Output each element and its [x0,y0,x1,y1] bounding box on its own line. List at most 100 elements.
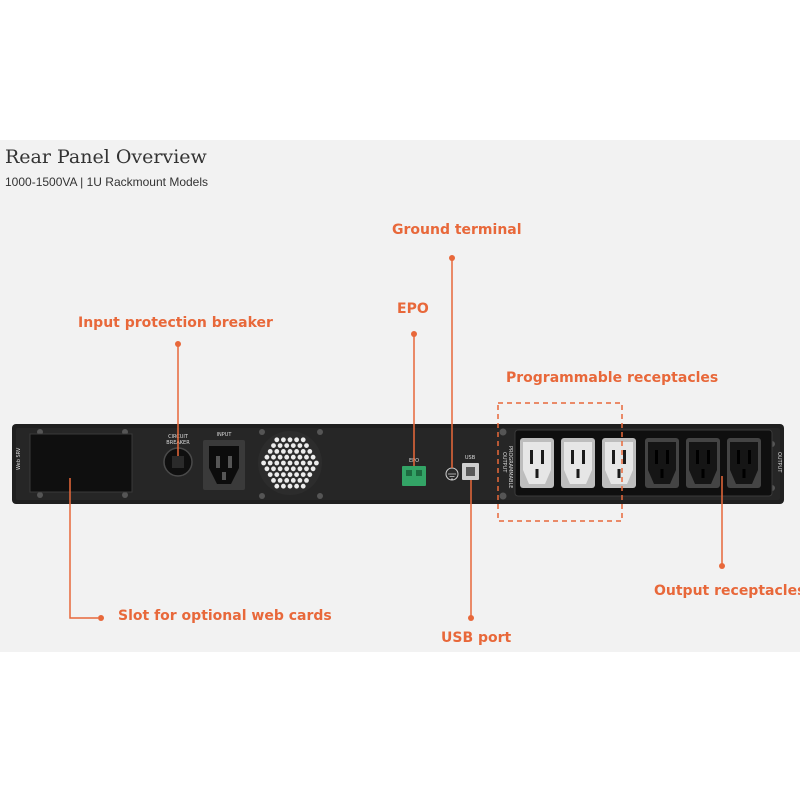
receptacle-slot [623,450,626,464]
fan-vent-hole [307,472,313,477]
fan-vent-hole [274,483,280,489]
output-receptacles [520,438,761,488]
fan-vent-hole [294,437,299,443]
epo-terminal [416,470,422,476]
fan-vent-hole [274,437,280,443]
pin [216,456,220,468]
receptacle-slot [748,450,751,464]
programmable-group-box [497,402,623,522]
programmable-panel-label-1: PROGRAMMABLE [507,446,513,488]
fan-vent-hole [290,454,296,460]
screw-icon [37,492,43,498]
web-slot-label: Web SRV [16,447,22,470]
fan-vent-hole [287,460,293,466]
fan-vent-hole [271,466,276,472]
fan-vent-hole [300,460,306,466]
fan-vent-hole [261,460,266,466]
screw-icon [317,493,323,499]
ground-icon [448,473,456,480]
fan-vent-hole [304,443,309,448]
fan-vent-hole [271,454,276,460]
fan-vent-hole [290,478,296,483]
fan-vent-hole [267,460,273,466]
fan-vent-hole [271,478,276,483]
fan-vent-hole [274,449,280,454]
receptacle-ground-slot [617,469,621,478]
screw-icon [499,428,507,436]
fan-vent-hole [300,472,306,477]
epo-connector [402,466,426,486]
receptacle-ground-slot [660,469,664,478]
fan-vent-hole [290,466,296,472]
leader-dot [449,255,455,261]
fan-vent-hole [300,449,306,454]
fan-vent-hole [294,460,299,466]
web-card-leader [69,478,98,619]
screw-icon [499,492,507,500]
fan-vent-hole [281,472,286,477]
fan-vent-hole [314,460,319,466]
fan-vent-hole [304,454,309,460]
fan-vent-hole [284,443,290,448]
pin [228,456,232,468]
receptacle-ground-slot [742,469,746,478]
fan-vent-hole [274,460,280,466]
output-panel-label: OUTPUT [776,452,782,473]
fan-vent-hole [287,472,293,477]
ground-terminal-callout: Ground terminal [392,222,522,238]
fan-vent-hole [297,466,303,472]
fan-vent-hole [271,443,276,448]
fan-vent-hole [281,449,286,454]
programmable-receptacles-callout: Programmable receptacles [506,370,719,386]
fan-vent-hole [277,466,283,472]
receptacle-slot [666,450,669,464]
receptacle-slot [655,450,658,464]
diagram-background [0,140,800,652]
input-label: INPUT [217,432,233,438]
epo-callout: EPO [397,301,429,317]
fan-vent-hole [300,483,306,489]
receptacle-slot [612,450,615,464]
screw-icon [122,492,128,498]
web-card-slot [29,433,133,493]
fan-vent-hole [297,443,303,448]
receptacle-slot [530,450,533,464]
input-socket [209,446,239,484]
receptacle-ground-slot [535,469,539,478]
fan-vent-hole [290,443,296,448]
fan-vent-hole [287,483,293,489]
receptacle-ground-slot [701,469,705,478]
epo-terminal [406,470,412,476]
fan-vent-hole [300,437,306,443]
fan-vent-hole [274,472,280,477]
fan-vent-hole [264,454,270,460]
fan-vent-hole [277,454,283,460]
fan-vent-hole [310,466,316,472]
fan-vent-hole [297,478,303,483]
fan-vent-hole [304,466,309,472]
fan-vent-hole [281,483,286,489]
receptacle-slot [571,450,574,464]
web-card-slot-callout: Slot for optional web cards [118,608,332,624]
leader-dot [468,615,474,621]
fan-vent [258,431,322,495]
fan-vent-hole [264,466,270,472]
leader-dot [411,331,417,337]
breaker-button [172,456,184,468]
fan-vent-hole [294,483,299,489]
usb-port-inner [466,467,475,476]
fan-vent-hole [310,454,316,460]
input-breaker-callout: Input protection breaker [78,315,273,331]
receptacle-slot [707,450,710,464]
usb-panel-label: USB [465,455,476,461]
fan-vent-hole [267,449,273,454]
leader-dot [175,341,181,347]
receptacle-slot [582,450,585,464]
fan-vent-hole [284,466,290,472]
page-subtitle: 1000-1500VA | 1U Rackmount Models [5,175,209,189]
receptacle-slot [541,450,544,464]
fan-vent-hole [281,460,286,466]
pin [222,472,226,480]
fan-vent-hole [297,454,303,460]
